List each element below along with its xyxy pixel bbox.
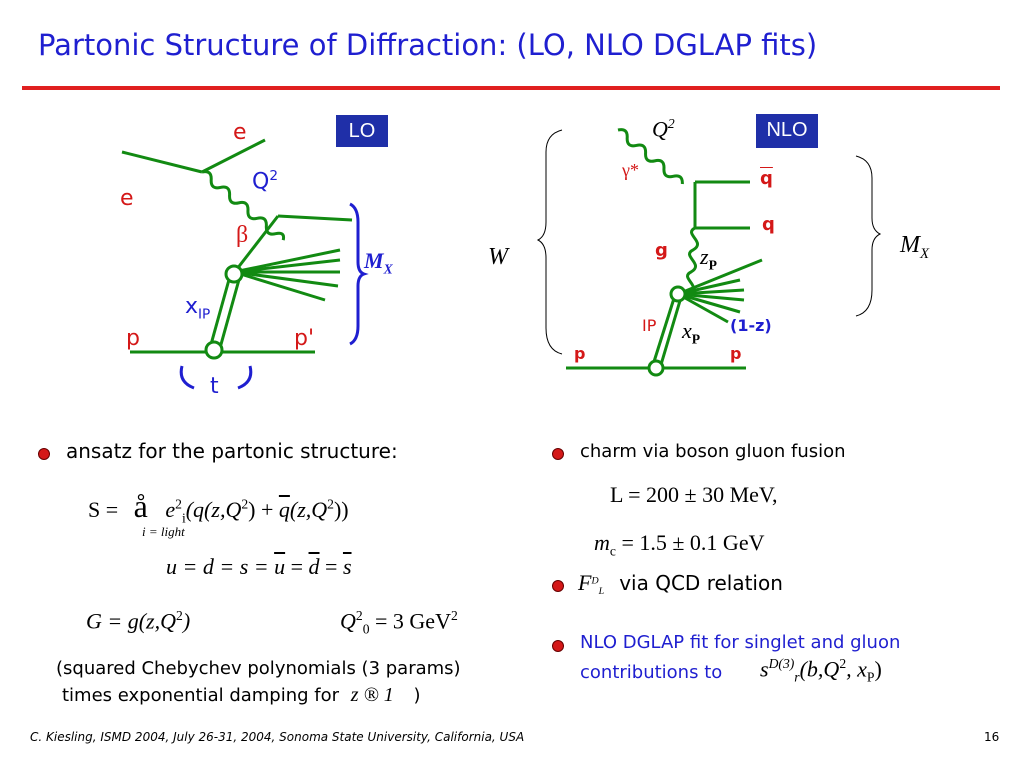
left-bullet-dot [38, 448, 50, 460]
fl-bullet: FDL via QCD relation [578, 570, 783, 598]
lo-electron-out-label: e [233, 120, 247, 145]
lo-label-box: LO [336, 115, 388, 147]
nlo-qbar-label: q [760, 168, 773, 189]
nlo-xp-label: xP [682, 318, 701, 347]
page-number: 16 [984, 730, 1000, 744]
eq-q0: Q20 = 3 GeV2 [340, 608, 458, 637]
nlo-proton-vertex [647, 359, 665, 377]
lo-pomeron-line-a [208, 275, 232, 349]
lo-t-bracket [179, 365, 253, 390]
eq-flavors: u = d = s = u = d = s [166, 554, 352, 579]
lo-mx-label: MX [364, 248, 393, 277]
nlo-fit-line-1: NLO DGLAP fit for singlet and gluon [580, 632, 901, 653]
nlo-pomeron-line-b [658, 293, 684, 369]
lo-pomeron-line-b [218, 275, 242, 349]
nlo-gamma-label: γ* [622, 160, 639, 180]
eq-mc: mc = 1.5 ± 0.1 GeV [594, 530, 765, 559]
nlo-jet-3 [677, 292, 745, 302]
eq-sigma-r: sD(3)r(b,Q2, xP) [760, 656, 882, 685]
lo-jet-line-1 [233, 248, 341, 274]
nlo-proton-in-label: p [574, 344, 586, 363]
lo-q2-label: Q2 [252, 168, 278, 195]
lo-mx-brace [349, 202, 369, 346]
eq-gluon: G = g(z,Q2) [86, 608, 191, 634]
lo-pomeron-vertex [224, 264, 244, 284]
title-underline [22, 86, 1000, 90]
nlo-jet-4 [677, 292, 741, 314]
lo-proton-in-label: p [126, 326, 140, 351]
lo-proton-vertex [204, 340, 224, 360]
lo-photon-line [201, 170, 286, 241]
lo-quark-line [277, 214, 353, 222]
footer-citation: C. Kiesling, ISMD 2004, July 26-31, 2004… [30, 730, 525, 744]
nlo-jet-5 [677, 292, 729, 324]
ansatz-bullet-text: ansatz for the partonic structure: [66, 439, 398, 463]
nlo-gluon-label: g [655, 240, 668, 261]
eq-lambda: L = 200 ± 30 MeV, [610, 482, 778, 507]
lo-beta-label: β [236, 222, 249, 248]
eq-singlet-sum-index: i = light [142, 524, 185, 539]
note-line-2: times exponential damping for z ® 1 ) [62, 684, 421, 706]
nlo-feynman-diagram [536, 128, 882, 377]
lo-feynman-diagram [121, 138, 369, 390]
nlo-jet-2 [677, 288, 745, 296]
slide-title: Partonic Structure of Diffraction: (LO, … [38, 28, 818, 62]
right-bullet-dot-1 [552, 448, 564, 460]
nlo-one-minus-z-label: (1-z) [730, 316, 772, 335]
eq-singlet: S = å e2i(q(z,Q2) + q(z,Q2)) [88, 488, 349, 526]
lo-electron-in-line [121, 150, 203, 174]
lo-proton-out-label: p' [294, 326, 315, 351]
nlo-zp-label: zP [700, 244, 717, 273]
nlo-q-label: q [762, 214, 775, 235]
note-line-1: (squared Chebychev polynomials (3 params… [56, 658, 461, 679]
lo-electron-in-label: e [120, 186, 134, 211]
lo-jet-line-4 [233, 270, 339, 288]
lo-t-label: t [210, 374, 219, 399]
nlo-fit-line-2: contributions to [580, 662, 723, 683]
lo-jet-line-2 [233, 258, 341, 274]
nlo-photon-line [617, 128, 684, 185]
nlo-pomeron-line-a [650, 291, 678, 369]
lo-jet-line-5 [233, 270, 326, 302]
nlo-pomeron-vertex [669, 285, 687, 303]
nlo-gluon-line [686, 226, 699, 296]
lo-electron-out-line [201, 138, 266, 174]
nlo-mx-brace [855, 155, 882, 317]
nlo-proton-out-label: p [730, 344, 742, 363]
right-bullet-dot-3 [552, 640, 564, 652]
nlo-jet-1 [677, 278, 741, 296]
nlo-ip-label: IP [642, 316, 657, 335]
nlo-jet-6 [677, 258, 763, 296]
nlo-w-brace [536, 129, 563, 355]
nlo-mx-label: MX [900, 232, 930, 262]
right-bullet-dot-2 [552, 580, 564, 592]
nlo-label-box: NLO [756, 114, 818, 148]
lo-xip-label: xIP [185, 294, 211, 323]
charm-bullet-text: charm via boson gluon fusion [580, 441, 846, 462]
nlo-w-label: W [488, 244, 508, 270]
nlo-q2-label: Q2 [652, 116, 675, 142]
